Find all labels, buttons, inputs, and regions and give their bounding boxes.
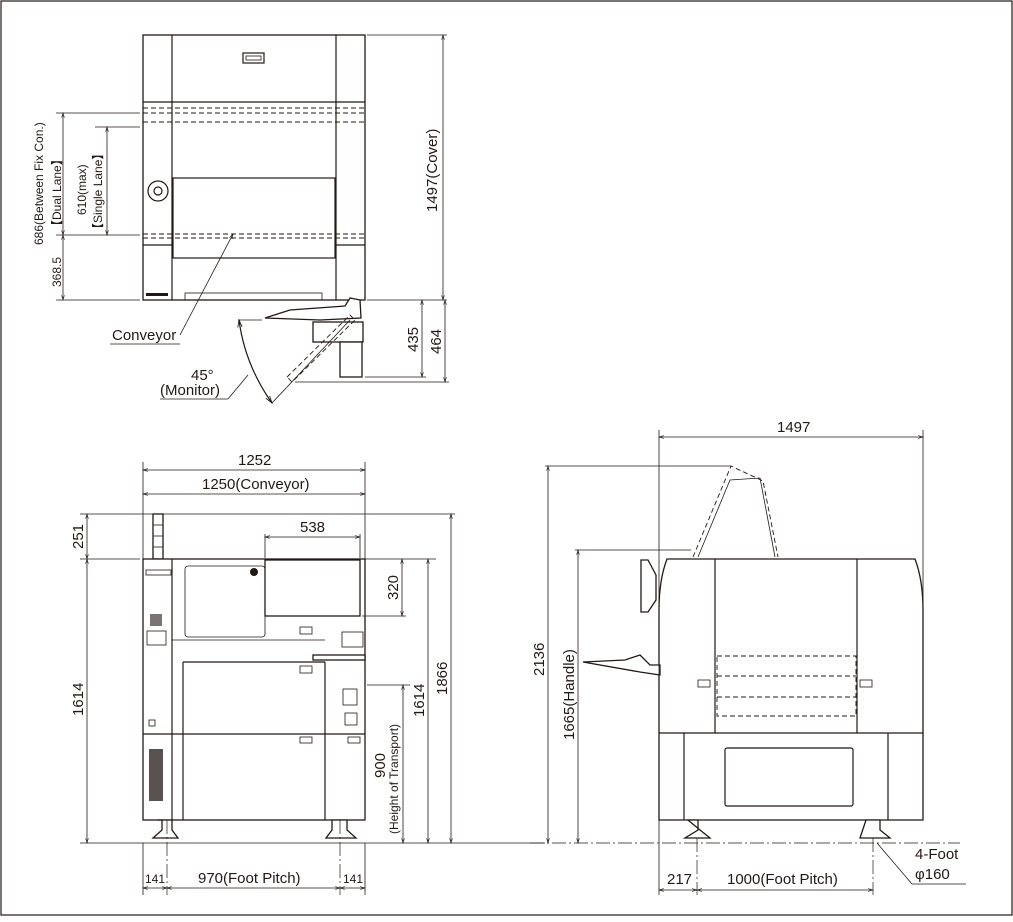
- monitor-label: (Monitor): [160, 382, 220, 399]
- conveyor-width-dim: 1250(Conveyor): [202, 476, 310, 493]
- body-height-left-dim: 1614: [70, 683, 87, 716]
- machine-outline-side: [658, 558, 924, 821]
- foot-side-left: [682, 819, 712, 839]
- conveyor-label: Conveyor: [112, 327, 176, 344]
- monitor-angle-label: 45°: [191, 367, 214, 384]
- side-depth-dim: 1497: [777, 419, 810, 436]
- monitor-front: [264, 559, 361, 617]
- monitor-width-dim: 538: [300, 519, 325, 536]
- transport-height-label: (Height of Transport): [387, 724, 401, 834]
- top-view: Conveyor 45° (Monitor) 1497(Cover) 686(B…: [32, 35, 449, 403]
- dim-464: 464: [428, 329, 445, 354]
- handle-height-dim: 1665(Handle): [561, 649, 578, 740]
- dim-435: 435: [405, 327, 422, 352]
- single-lane-dim: 610(max): [75, 164, 89, 215]
- cover-height-dim: 1497(Cover): [424, 129, 441, 212]
- foot-diameter-label: φ160: [915, 866, 950, 883]
- side-foot-offset-dim: 217: [667, 871, 692, 888]
- front-view: 1252 1250(Conveyor) 538 320 251 1614 900…: [70, 452, 545, 895]
- monitor-side: [640, 559, 657, 613]
- side-view: 1497 2136 1665(Handle) 217 1000(Foot Pit…: [530, 419, 966, 895]
- body-height-right-dim: 1614: [411, 684, 428, 717]
- monitor-height-dim: 320: [385, 575, 402, 600]
- side-height-dim: 2136: [531, 643, 548, 676]
- angle-arc: [239, 320, 272, 403]
- conveyor-opening: [172, 177, 336, 259]
- monitor-tilted-outline: [286, 314, 356, 383]
- foot-offset-left-dim: 141: [145, 872, 165, 886]
- top-handle-icon: [242, 52, 265, 64]
- machine-outline-top: [142, 34, 366, 301]
- foot-left: [151, 819, 180, 839]
- tower-height-dim: 251: [70, 524, 87, 549]
- foot-count-label: 4-Foot: [915, 846, 959, 863]
- handle-side: [582, 654, 661, 676]
- foot-side-right: [859, 819, 892, 839]
- round-knob-icon: [147, 180, 169, 202]
- vent-grille: [149, 749, 163, 801]
- foot-offset-right-dim: 141: [343, 872, 363, 886]
- overall-width-dim: 1252: [238, 452, 271, 469]
- dual-lane-dim: 686(Between Fix Con.): [32, 122, 46, 245]
- monitor-arm-top: [264, 297, 362, 321]
- brand-plate: [145, 569, 172, 576]
- conveyor-section: [716, 655, 857, 717]
- single-lane-tag: 【Single Lane】: [91, 148, 105, 235]
- side-foot-pitch-dim: 1000(Foot Pitch): [727, 871, 838, 888]
- transport-height-dim: 900: [372, 753, 389, 778]
- signal-tower: [152, 513, 164, 560]
- overall-height-dim: 1866: [434, 662, 451, 695]
- side-access-panel: [724, 747, 854, 807]
- foot-pitch-dim: 970(Foot Pitch): [198, 870, 301, 887]
- dual-lane-tag: 【Dual Lane】: [50, 153, 64, 232]
- bottom-offset-dim: 368.5: [50, 257, 64, 287]
- foot-right: [324, 819, 358, 839]
- monitor-arm-side: [692, 465, 779, 558]
